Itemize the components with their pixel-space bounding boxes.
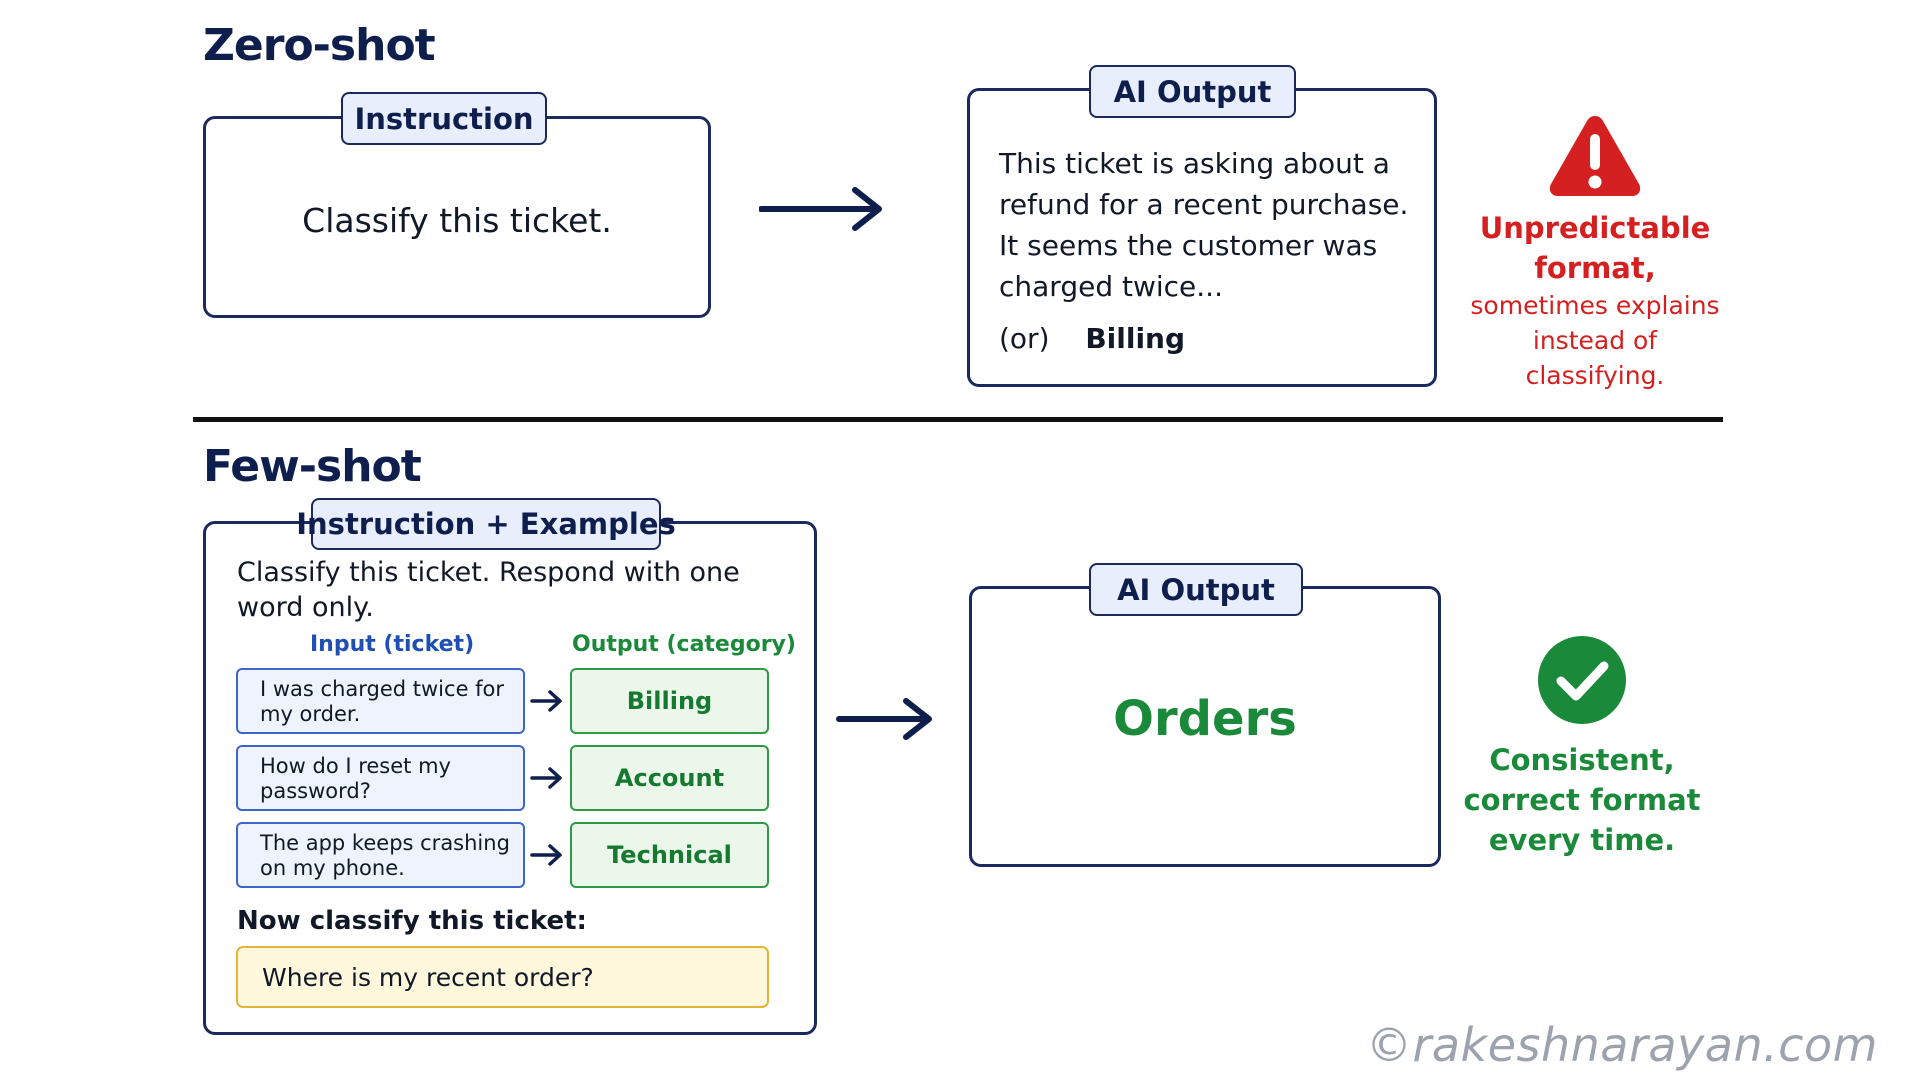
zero-shot-arrow-icon [759, 187, 882, 231]
example-input-line: my order. [260, 702, 361, 726]
example-input: How do I reset my password? [236, 745, 525, 811]
few-shot-verdict-line: every time. [1488, 823, 1676, 857]
example-input: The app keeps crashing on my phone. [236, 822, 525, 888]
zero-shot-output-line: charged twice... [999, 270, 1223, 303]
example-arrow-icon [530, 844, 562, 866]
zero-shot-output-alt-row: (or) Billing [999, 322, 1185, 355]
zero-shot-output-text: This ticket is asking about a refund for… [999, 143, 1408, 307]
few-shot-verdict-line: Consistent, [1489, 743, 1675, 777]
example-arrow-icon [530, 767, 562, 789]
example-output: Account [570, 745, 769, 811]
few-shot-instruction-text: Classify this ticket. Respond with one w… [237, 555, 740, 625]
zero-shot-output-line: This ticket is asking about a [999, 147, 1390, 180]
watermark: ©rakeshnarayan.com [1365, 1018, 1878, 1072]
section-divider [193, 417, 1723, 422]
example-input-line: on my phone. [260, 856, 405, 880]
example-input-line: password? [260, 779, 371, 803]
zero-shot-verdict-line: instead of [1532, 326, 1658, 355]
few-shot-verdict-line: correct format [1463, 783, 1701, 817]
few-shot-output-tag: AI Output [1089, 563, 1303, 616]
check-circle-icon [1538, 636, 1626, 724]
example-input: I was charged twice for my order. [236, 668, 525, 734]
few-shot-instruction-line: word only. [237, 592, 374, 623]
zero-shot-output-tag: AI Output [1089, 65, 1296, 118]
zero-shot-output-line: It seems the customer was [999, 229, 1378, 262]
zero-shot-output-or: (or) [999, 322, 1050, 355]
zero-shot-verdict-heading: Unpredictable [1479, 211, 1711, 245]
zero-shot-instruction-panel: Classify this ticket. [203, 116, 711, 318]
zero-shot-title: Zero-shot [203, 20, 436, 71]
example-output: Billing [570, 668, 769, 734]
example-output: Technical [570, 822, 769, 888]
zero-shot-output-panel: This ticket is asking about a refund for… [967, 88, 1437, 387]
few-shot-panel-tag: Instruction + Examples [296, 498, 676, 550]
few-shot-output-panel: Orders [969, 586, 1441, 867]
example-input-line: I was charged twice for [260, 677, 505, 701]
zero-shot-verdict: Unpredictable format, sometimes explains… [1462, 208, 1728, 393]
zero-shot-output-alt: Billing [1085, 322, 1186, 355]
zero-shot-verdict-line: sometimes explains [1470, 291, 1720, 320]
few-shot-output-value: Orders [1113, 691, 1297, 747]
zero-shot-output-line: refund for a recent purchase. [999, 188, 1409, 221]
example-input-line: The app keeps crashing [260, 831, 510, 855]
few-shot-instruction-line: Classify this ticket. Respond with one [237, 557, 740, 588]
zero-shot-verdict-line: classifying. [1525, 361, 1665, 390]
few-shot-verdict: Consistent, correct format every time. [1454, 740, 1710, 860]
zero-shot-verdict-heading: format, [1534, 251, 1656, 285]
few-shot-title: Few-shot [203, 441, 422, 492]
zero-shot-instruction-text: Classify this ticket. [302, 201, 612, 240]
few-shot-arrow-icon [836, 698, 932, 740]
example-input-line: How do I reset my [260, 754, 451, 778]
zero-shot-instruction-tag: Instruction [341, 92, 547, 145]
example-arrow-icon [530, 690, 562, 712]
column-header-input: Input (ticket) [310, 632, 475, 657]
warning-icon [1549, 116, 1641, 196]
now-classify-label: Now classify this ticket: [237, 906, 587, 936]
query-ticket: Where is my recent order? [236, 946, 769, 1008]
column-header-output: Output (category) [572, 632, 796, 657]
